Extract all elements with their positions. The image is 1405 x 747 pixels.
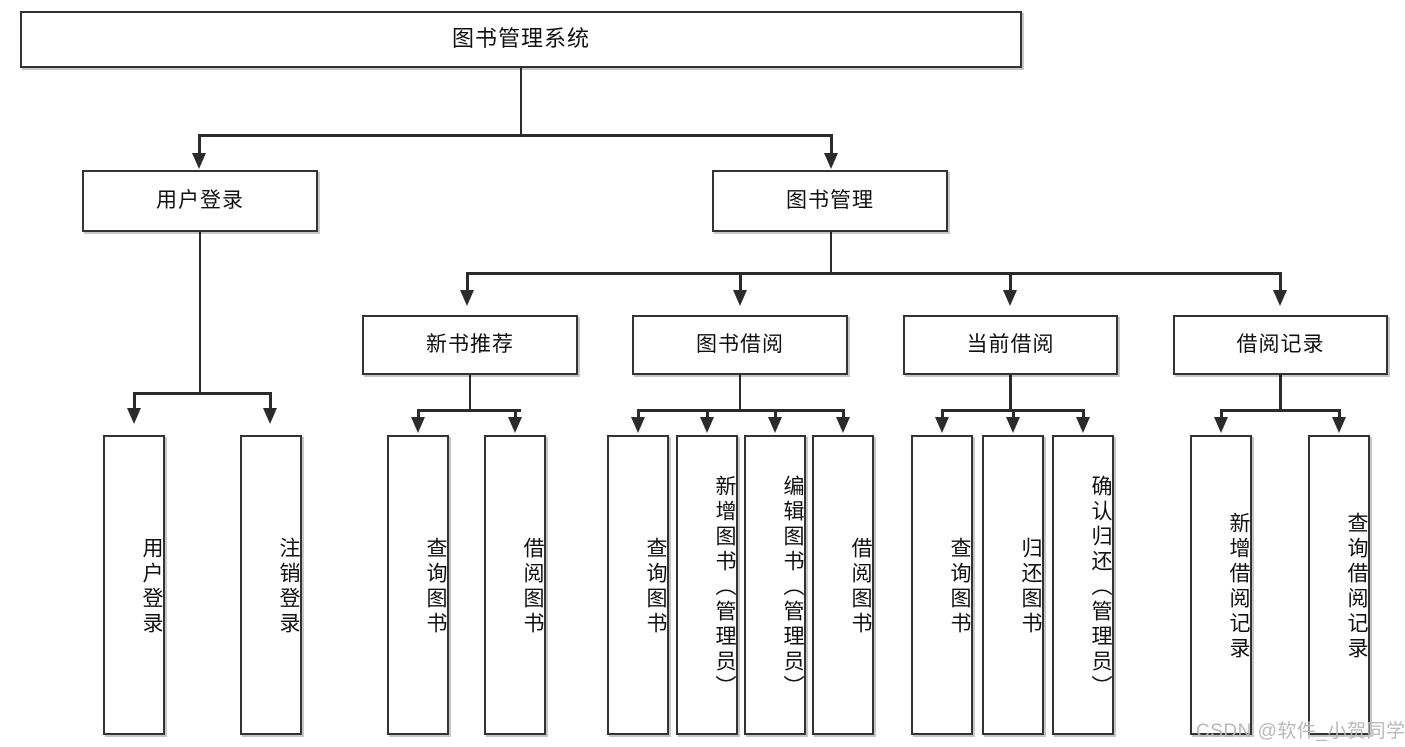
connector-borrow-l4: [842, 409, 845, 419]
connector-user-login-trunk: [198, 232, 201, 394]
leaf-query-borrow-record[interactable]: 查询借阅记录: [1308, 435, 1370, 735]
connector-borrow-l2: [706, 409, 709, 419]
connector-newbook-bus: [417, 409, 521, 412]
arrow-borrow-l1: [631, 417, 645, 433]
arrow-current-l2: [1006, 417, 1020, 433]
node-book-borrow[interactable]: 图书借阅: [632, 315, 848, 375]
leaf-borrow-book-newbook[interactable]: 借阅图书: [484, 435, 546, 735]
connector-borrow-trunk: [738, 375, 741, 411]
connector-user-login-bus: [133, 392, 270, 395]
leaf-return-book[interactable]: 归还图书: [982, 435, 1044, 735]
arrow-newbook-l2: [508, 417, 522, 433]
arrow-current-l1: [935, 417, 949, 433]
leaf-confirm-return-admin[interactable]: 确认归还（管理员）: [1052, 435, 1114, 735]
node-current-borrow[interactable]: 当前借阅: [903, 315, 1118, 375]
connector-borrow-bus: [637, 409, 843, 412]
connector-user-login-leaf2: [269, 392, 272, 410]
connector-newbook-l2: [514, 409, 517, 419]
connector-current-l2: [1012, 409, 1015, 419]
leaf-edit-book-admin[interactable]: 编辑图书（管理员）: [744, 435, 806, 735]
connector-book-mgmt-trunk: [829, 232, 832, 274]
arrow-borrow-l3: [768, 417, 782, 433]
leaf-query-book-newbook[interactable]: 查询图书: [387, 435, 449, 735]
arrow-newbook-l1: [411, 417, 425, 433]
connector-user-login-leaf1: [133, 392, 136, 410]
connector-book-mgmt-c1: [466, 272, 469, 292]
arrow-borrow-l4: [836, 417, 850, 433]
arrow-book-mgmt-c3: [1003, 290, 1017, 306]
node-root-system[interactable]: 图书管理系统: [20, 11, 1022, 68]
connector-borrow-l3: [774, 409, 777, 419]
connector-book-mgmt-c3: [1009, 272, 1012, 292]
leaf-logout[interactable]: 注销登录: [240, 435, 302, 735]
leaf-borrow-book[interactable]: 借阅图书: [812, 435, 874, 735]
node-new-book-recommend[interactable]: 新书推荐: [362, 315, 578, 375]
connector-current-trunk: [1009, 375, 1012, 411]
node-borrow-record[interactable]: 借阅记录: [1173, 315, 1388, 375]
leaf-query-book-current[interactable]: 查询图书: [911, 435, 973, 735]
arrow-book-mgmt-c2: [733, 290, 747, 306]
node-book-management[interactable]: 图书管理: [712, 170, 948, 232]
connector-borrow-l1: [637, 409, 640, 419]
arrow-record-l2: [1332, 417, 1346, 433]
connector-book-mgmt-bus: [466, 272, 1280, 275]
arrow-record-l1: [1214, 417, 1228, 433]
connector-book-mgmt-c4: [1279, 272, 1282, 292]
leaf-add-borrow-record[interactable]: 新增借阅记录: [1190, 435, 1252, 735]
connector-record-bus: [1220, 409, 1339, 412]
connector-root-trunk: [519, 68, 522, 136]
arrow-root-to-book-mgmt: [824, 153, 838, 169]
arrow-current-l3: [1076, 417, 1090, 433]
arrow-user-login-leaf1: [127, 408, 141, 424]
arrow-borrow-l2: [700, 417, 714, 433]
connector-newbook-trunk: [468, 375, 471, 411]
arrow-user-login-leaf2: [263, 408, 277, 424]
node-user-login[interactable]: 用户登录: [82, 170, 318, 232]
arrow-root-to-user-login: [192, 153, 206, 169]
connector-current-l3: [1082, 409, 1085, 419]
leaf-add-book-admin[interactable]: 新增图书（管理员）: [676, 435, 738, 735]
leaf-user-login[interactable]: 用户登录: [103, 435, 165, 735]
connector-root-bus: [198, 134, 832, 137]
connector-record-l1: [1220, 409, 1223, 419]
arrow-book-mgmt-c1: [460, 290, 474, 306]
connector-current-l1: [941, 409, 944, 419]
connector-root-to-book-mgmt: [830, 134, 833, 156]
arrow-book-mgmt-c4: [1273, 290, 1287, 306]
connector-newbook-l1: [417, 409, 420, 419]
leaf-query-book-borrow[interactable]: 查询图书: [607, 435, 669, 735]
connector-record-l2: [1338, 409, 1341, 419]
connector-book-mgmt-c2: [739, 272, 742, 292]
connector-root-to-user-login: [198, 134, 201, 156]
connector-record-trunk: [1279, 375, 1282, 411]
